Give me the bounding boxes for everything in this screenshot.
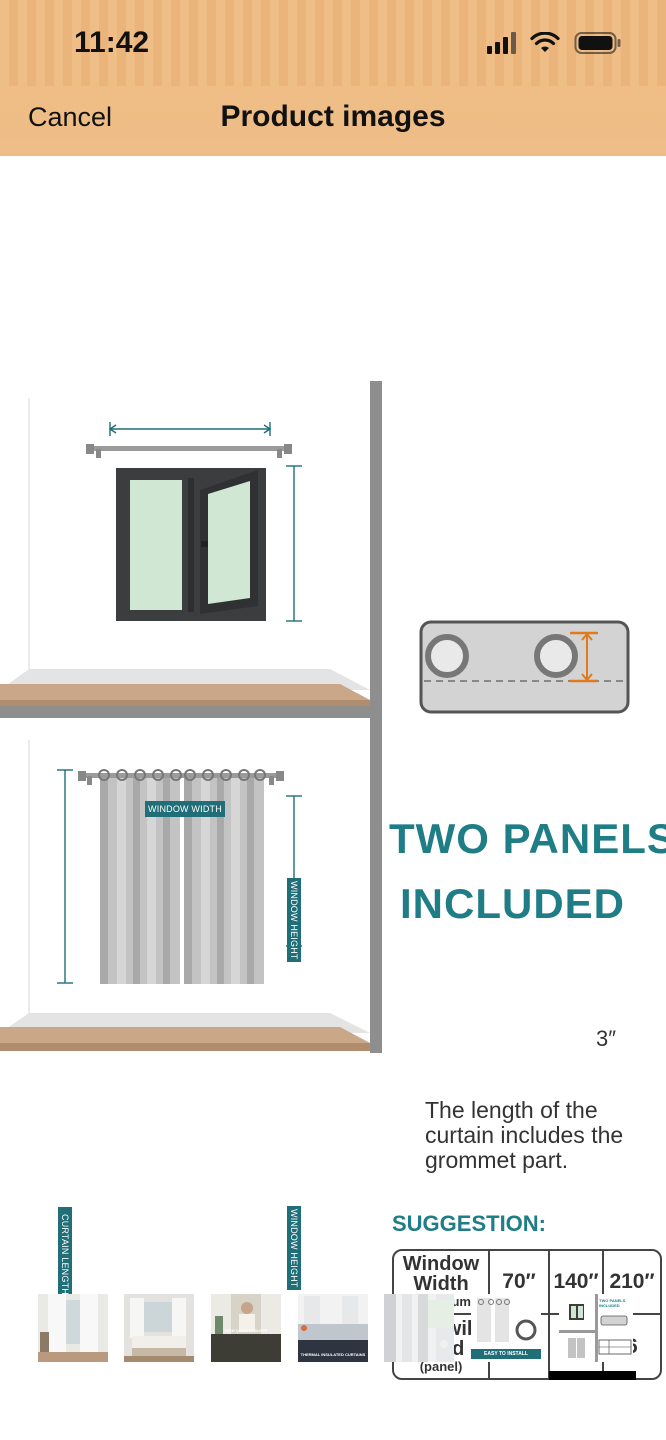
- signal-icon: [487, 32, 516, 54]
- cancel-button[interactable]: Cancel: [28, 102, 113, 132]
- thumbnail-3-caption: HIGH QUALITY SLEEP: [224, 1328, 268, 1333]
- window-height-label-top: WINDOW HEIGHT: [287, 878, 301, 962]
- product-illustration: [0, 381, 630, 1053]
- window-height-label-bottom: WINDOW HEIGHT: [287, 1206, 301, 1290]
- thumbnail-7-caption: TWO PANELS INCLUDED: [599, 1298, 626, 1308]
- headline-line2: INCLUDED: [400, 880, 625, 927]
- battery-icon: [574, 32, 621, 54]
- status-icons: [487, 31, 622, 55]
- thumbnail-1[interactable]: [38, 1294, 108, 1362]
- thumbnail-6-caption: EASY TO INSTALL: [484, 1351, 528, 1357]
- wifi-icon: [530, 32, 560, 52]
- thumbnail-6[interactable]: EASY TO INSTALL: [471, 1294, 541, 1362]
- thumbnail-4[interactable]: THERMAL INSULATED CURTAINS: [298, 1294, 368, 1362]
- window-width-label: WINDOW WIDTH: [145, 801, 225, 817]
- main-product-image[interactable]: WINDOW WIDTH WINDOW HEIGHT CURTAIN LENGT…: [0, 380, 666, 1380]
- thumbnail-5[interactable]: [384, 1294, 454, 1362]
- grommet-caption: The length of the curtain includes the g…: [425, 1097, 624, 1173]
- top-bar: [0, 0, 666, 156]
- selected-thumbnail-indicator: [549, 1371, 636, 1380]
- thumbnail-2[interactable]: [124, 1294, 194, 1362]
- thumbnail-7[interactable]: TWO PANELS INCLUDED: [559, 1294, 633, 1362]
- thumbnail-4-caption: THERMAL INSULATED CURTAINS: [300, 1352, 366, 1357]
- status-time: 11:42: [74, 26, 150, 59]
- curtain-length-label: CURTAIN LENGTH: [58, 1207, 72, 1301]
- grommet-measure: 3″: [596, 1026, 617, 1051]
- page-title: Product images: [220, 100, 446, 133]
- thumbnail-3[interactable]: HIGH QUALITY SLEEP: [211, 1294, 281, 1362]
- headline-line1: TWO PANELS: [389, 815, 666, 862]
- suggestion-title: SUGGESTION:: [392, 1211, 547, 1236]
- thumbnail-strip: HIGH QUALITY SLEEP THERMAL INSULATED CUR…: [38, 1294, 638, 1384]
